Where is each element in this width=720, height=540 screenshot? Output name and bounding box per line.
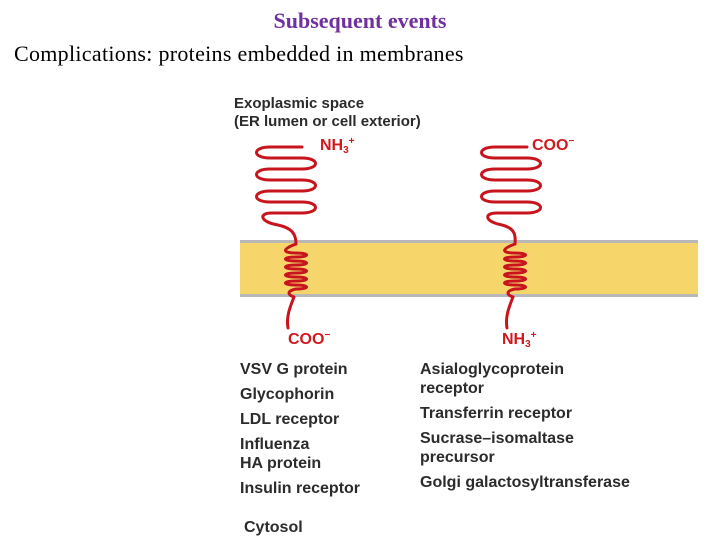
membrane-top-edge [240, 240, 698, 243]
slide-title: Subsequent events [273, 8, 447, 33]
right-list-item: receptor [420, 380, 485, 397]
left-protein-chain [255, 145, 317, 330]
exoplasmic-space-line2: (ER lumen or cell exterior) [234, 113, 421, 130]
left-top-terminus-sub: 3 [343, 145, 349, 156]
left-cytosolic-tail [286, 295, 296, 330]
right-cytosolic-tail [505, 295, 515, 330]
membrane-bottom-edge [240, 294, 698, 297]
left-top-terminus-base: NH [320, 137, 344, 154]
right-list-item: Asialoglycoprotein [420, 361, 565, 378]
left-bottom-terminus-base: COO [288, 331, 325, 348]
left-top-terminus-sup: + [348, 136, 355, 147]
left-bottom-terminus-sup: − [324, 330, 331, 341]
right-list-item: Transferrin receptor [420, 405, 573, 422]
right-bottom-terminus-base: NH [502, 331, 526, 348]
right-transmembrane-helix [503, 242, 527, 299]
exoplasmic-space-label: Exoplasmic space (ER lumen or cell exter… [234, 95, 421, 131]
membrane-protein-diagram: Exoplasmic space (ER lumen or cell exter… [232, 92, 698, 540]
left-protein-list: VSV G protein Glycophorin LDL receptor I… [240, 360, 360, 498]
right-top-terminus-base: COO [532, 137, 569, 154]
left-top-terminus-label: NH3+ [320, 136, 355, 157]
left-list-item: LDL receptor [240, 411, 340, 428]
right-list-item: Golgi galactosyltransferase [420, 474, 630, 491]
left-transmembrane-helix [284, 242, 308, 299]
left-bottom-terminus-label: COO− [288, 330, 330, 351]
right-top-terminus-sup: − [568, 136, 575, 147]
left-list-item: HA protein [240, 455, 322, 472]
left-extracellular-coil [255, 145, 317, 246]
right-protein-chain [480, 145, 542, 330]
left-list-item: Insulin receptor [240, 480, 361, 497]
right-bottom-terminus-label: NH3+ [502, 330, 537, 351]
membrane-band [240, 242, 698, 295]
right-top-terminus-label: COO− [532, 136, 574, 157]
right-bottom-terminus-sup: + [530, 330, 537, 341]
cytosol-label: Cytosol [244, 519, 303, 536]
right-list-item: precursor [420, 449, 495, 466]
right-bottom-terminus-sub: 3 [525, 339, 531, 350]
right-list-item: Sucrase–isomaltase [420, 430, 574, 447]
slide-subtitle: Complications: proteins embedded in memb… [14, 41, 464, 66]
right-extracellular-coil [480, 145, 542, 246]
left-list-item: Influenza [240, 436, 310, 453]
right-protein-list: Asialoglycoprotein receptor Transferrin … [420, 360, 630, 492]
exoplasmic-space-line1: Exoplasmic space [234, 95, 365, 112]
left-list-item: Glycophorin [240, 386, 335, 403]
diagram-graphics [240, 145, 698, 330]
left-list-item: VSV G protein [240, 361, 348, 378]
